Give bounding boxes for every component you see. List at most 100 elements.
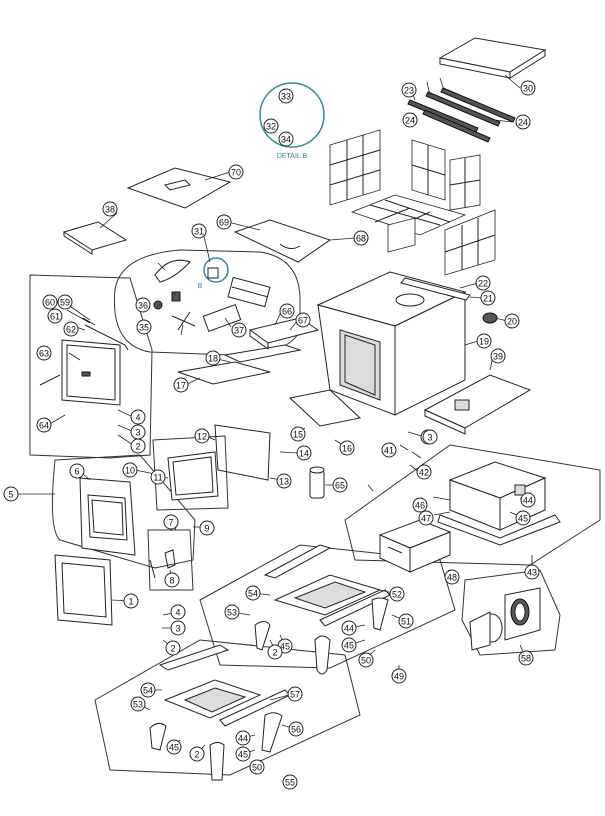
callout-number: 9 xyxy=(204,524,209,534)
callout-39: 39 xyxy=(490,348,506,364)
callout-number: 4 xyxy=(175,608,180,618)
callout-number: 67 xyxy=(298,316,308,326)
callout-12: 12 xyxy=(194,428,210,444)
group-outline-ash-pedestal xyxy=(344,444,601,566)
callout-number: 36 xyxy=(138,301,148,311)
callout-69: 69 xyxy=(216,214,232,230)
callout-43: 43 xyxy=(524,564,540,580)
callout-number: 2 xyxy=(170,644,175,654)
callout-number: 1 xyxy=(128,597,133,607)
callout-48: 48 xyxy=(444,569,460,585)
callout-number: 3 xyxy=(175,624,180,634)
callout-number: 19 xyxy=(479,337,489,347)
callout-number: 24 xyxy=(405,116,415,126)
callout-number: 55 xyxy=(285,778,295,788)
callout-number: 18 xyxy=(208,354,218,364)
callout-number: 63 xyxy=(39,349,49,359)
callout-54: 54 xyxy=(140,682,156,698)
callout-number: 2 xyxy=(194,750,199,760)
callout-number: 11 xyxy=(153,473,162,483)
callout-number: 24 xyxy=(518,118,528,128)
callout-number: 44 xyxy=(344,624,354,634)
callout-65: 65 xyxy=(332,477,348,493)
callout-31: 31 xyxy=(191,223,207,239)
callout-number: 52 xyxy=(392,590,402,600)
callout-45: 45 xyxy=(515,510,531,526)
callout-number: 13 xyxy=(279,477,289,487)
callout-8: 8 xyxy=(164,572,180,588)
callout-number: 64 xyxy=(39,421,49,431)
callout-number: 53 xyxy=(133,700,143,710)
callout-number: 65 xyxy=(335,481,345,491)
trim-panel-part xyxy=(177,361,271,385)
callout-number: 22 xyxy=(478,279,488,289)
callout-number: 45 xyxy=(518,514,528,524)
callout-22: 22 xyxy=(475,275,491,291)
callout-number: 48 xyxy=(447,573,457,583)
handle-part xyxy=(149,549,176,579)
callout-number: 43 xyxy=(527,568,537,578)
callout-number: 21 xyxy=(483,294,493,304)
callout-2: 2 xyxy=(165,640,181,656)
detail-b-label: DETAIL B xyxy=(277,153,308,160)
callout-number: 32 xyxy=(266,122,276,132)
callout-number: 50 xyxy=(361,656,371,666)
callout-number: 68 xyxy=(356,234,366,244)
callout-number: 33 xyxy=(281,92,291,102)
callout-45: 45 xyxy=(341,637,357,653)
callout-66: 66 xyxy=(279,303,295,319)
callout-60: 60 xyxy=(42,294,58,310)
callout-number: 45 xyxy=(280,642,290,652)
door-assembly-part xyxy=(39,324,129,406)
callout-5: 5 xyxy=(3,486,19,502)
callout-number: 51 xyxy=(401,617,411,627)
leg-kit-lower-part xyxy=(149,644,291,781)
callout-2: 2 xyxy=(130,438,146,454)
face-plate-part xyxy=(54,554,113,626)
callout-number: 2 xyxy=(135,442,140,452)
callout-9: 9 xyxy=(199,520,215,536)
callout-58: 58 xyxy=(518,650,534,666)
callout-45: 45 xyxy=(166,739,182,755)
callout-number: 38 xyxy=(105,205,115,215)
callout-number: 59 xyxy=(60,298,70,308)
ash-drawer-part xyxy=(378,519,452,573)
outside-air-kit-part xyxy=(469,587,541,651)
callout-10: 10 xyxy=(122,462,138,478)
callout-number: 61 xyxy=(50,312,60,322)
callout-56: 56 xyxy=(288,721,304,737)
callout-57: 57 xyxy=(287,686,303,702)
ash-tray-part xyxy=(423,374,532,435)
fan-blade-part xyxy=(171,311,196,331)
callout-50: 50 xyxy=(249,759,265,775)
callout-36: 36 xyxy=(135,297,151,313)
callout-18: 18 xyxy=(205,350,221,366)
pedestal-part xyxy=(437,461,561,546)
callout-number: 49 xyxy=(394,672,404,682)
callout-number: 45 xyxy=(238,750,248,760)
callout-68: 68 xyxy=(353,230,369,246)
callout-number: 3 xyxy=(427,433,432,443)
callout-49: 49 xyxy=(391,668,407,684)
callout-number: 70 xyxy=(231,168,241,178)
plate-part xyxy=(288,389,362,427)
callout-30: 30 xyxy=(520,80,536,96)
callout-50: 50 xyxy=(358,652,374,668)
callout-67: 67 xyxy=(295,312,311,328)
callout-number: 45 xyxy=(169,743,179,753)
callout-37: 37 xyxy=(231,322,247,338)
callout-4: 4 xyxy=(170,604,186,620)
callout-number: 41 xyxy=(384,446,394,456)
callout-number: 23 xyxy=(404,86,414,96)
callout-17: 17 xyxy=(173,377,189,393)
knob-part xyxy=(482,312,498,324)
callout-14: 14 xyxy=(296,445,312,461)
callout-33: 33 xyxy=(278,88,294,104)
callout-3: 3 xyxy=(170,620,186,636)
callout-62: 62 xyxy=(63,321,79,337)
group-outline-legs-upper xyxy=(199,544,456,669)
callout-19: 19 xyxy=(476,333,492,349)
callout-70: 70 xyxy=(228,164,244,180)
callout-64: 64 xyxy=(36,417,52,433)
callout-16: 16 xyxy=(339,440,355,456)
